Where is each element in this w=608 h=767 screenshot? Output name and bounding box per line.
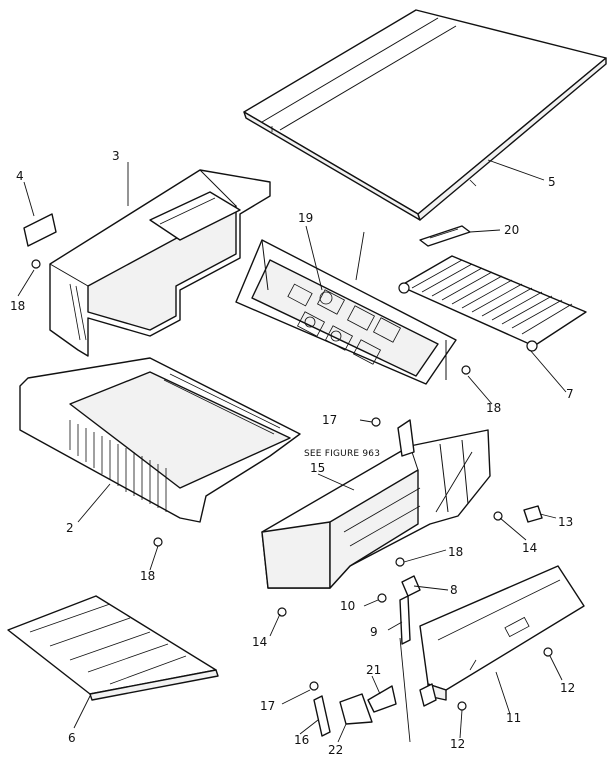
callout-17-top: 17 <box>322 413 337 427</box>
screw-12-bottom <box>457 701 467 711</box>
part-paper-tray <box>7 595 219 701</box>
part-bracket-22 <box>339 693 373 725</box>
see-figure-note: SEE FIGURE 963 <box>304 449 380 459</box>
callout-4: 4 <box>16 169 24 183</box>
callout-14-right: 14 <box>522 541 537 555</box>
callout-3: 3 <box>112 149 120 163</box>
callout-9: 9 <box>370 625 378 639</box>
callout-6: 6 <box>68 731 76 745</box>
callout-10: 10 <box>340 599 355 613</box>
callout-20: 20 <box>504 223 519 237</box>
callout-labels: 3 4 18 5 19 20 7 18 17 SEE FIGURE 963 15… <box>10 149 575 757</box>
screw-17-top <box>371 417 381 427</box>
callout-17-bottom: 17 <box>260 699 275 713</box>
screw-18-front <box>395 557 405 567</box>
part-top-cover <box>243 9 607 221</box>
callout-7: 7 <box>566 387 574 401</box>
part-control-panel <box>235 239 457 385</box>
leader-lines <box>17 159 567 743</box>
callout-15: 15 <box>310 461 325 475</box>
callout-18-front: 18 <box>448 545 463 559</box>
part-bracket-21 <box>367 685 397 713</box>
callout-18-base: 18 <box>140 569 155 583</box>
callout-12-right: 12 <box>560 681 575 695</box>
screw-10 <box>377 593 387 603</box>
screw-18-left <box>31 259 41 269</box>
part-side-cover <box>49 169 271 357</box>
callout-8: 8 <box>450 583 458 597</box>
callout-16: 16 <box>294 733 309 747</box>
part-lever-9 <box>399 595 411 645</box>
screw-18-base <box>153 537 163 547</box>
callout-12-bottom: 12 <box>450 737 465 751</box>
callout-21: 21 <box>366 663 381 677</box>
part-label-4 <box>23 213 57 247</box>
screw-17-bottom <box>309 681 319 691</box>
part-base-housing <box>19 357 301 523</box>
part-front-housing <box>261 429 491 589</box>
callout-5: 5 <box>548 175 556 189</box>
callout-18-panel: 18 <box>486 401 501 415</box>
part-clip-16 <box>313 695 331 737</box>
screw-18-panel <box>461 365 471 375</box>
part-hinge-419 <box>397 419 415 457</box>
part-front-panel <box>419 565 585 707</box>
callout-19: 19 <box>298 211 313 225</box>
screw-12-right <box>543 647 553 657</box>
part-label-20 <box>419 225 471 247</box>
screws <box>31 259 553 711</box>
callout-22: 22 <box>328 743 343 757</box>
part-bracket-8 <box>401 575 421 597</box>
callout-18-left: 18 <box>10 299 25 313</box>
callout-14-left: 14 <box>252 635 267 649</box>
part-spring-13 <box>523 505 543 523</box>
callout-2: 2 <box>66 521 74 535</box>
callout-13: 13 <box>558 515 573 529</box>
part-roller-cover <box>398 255 587 352</box>
callout-11: 11 <box>506 711 521 725</box>
